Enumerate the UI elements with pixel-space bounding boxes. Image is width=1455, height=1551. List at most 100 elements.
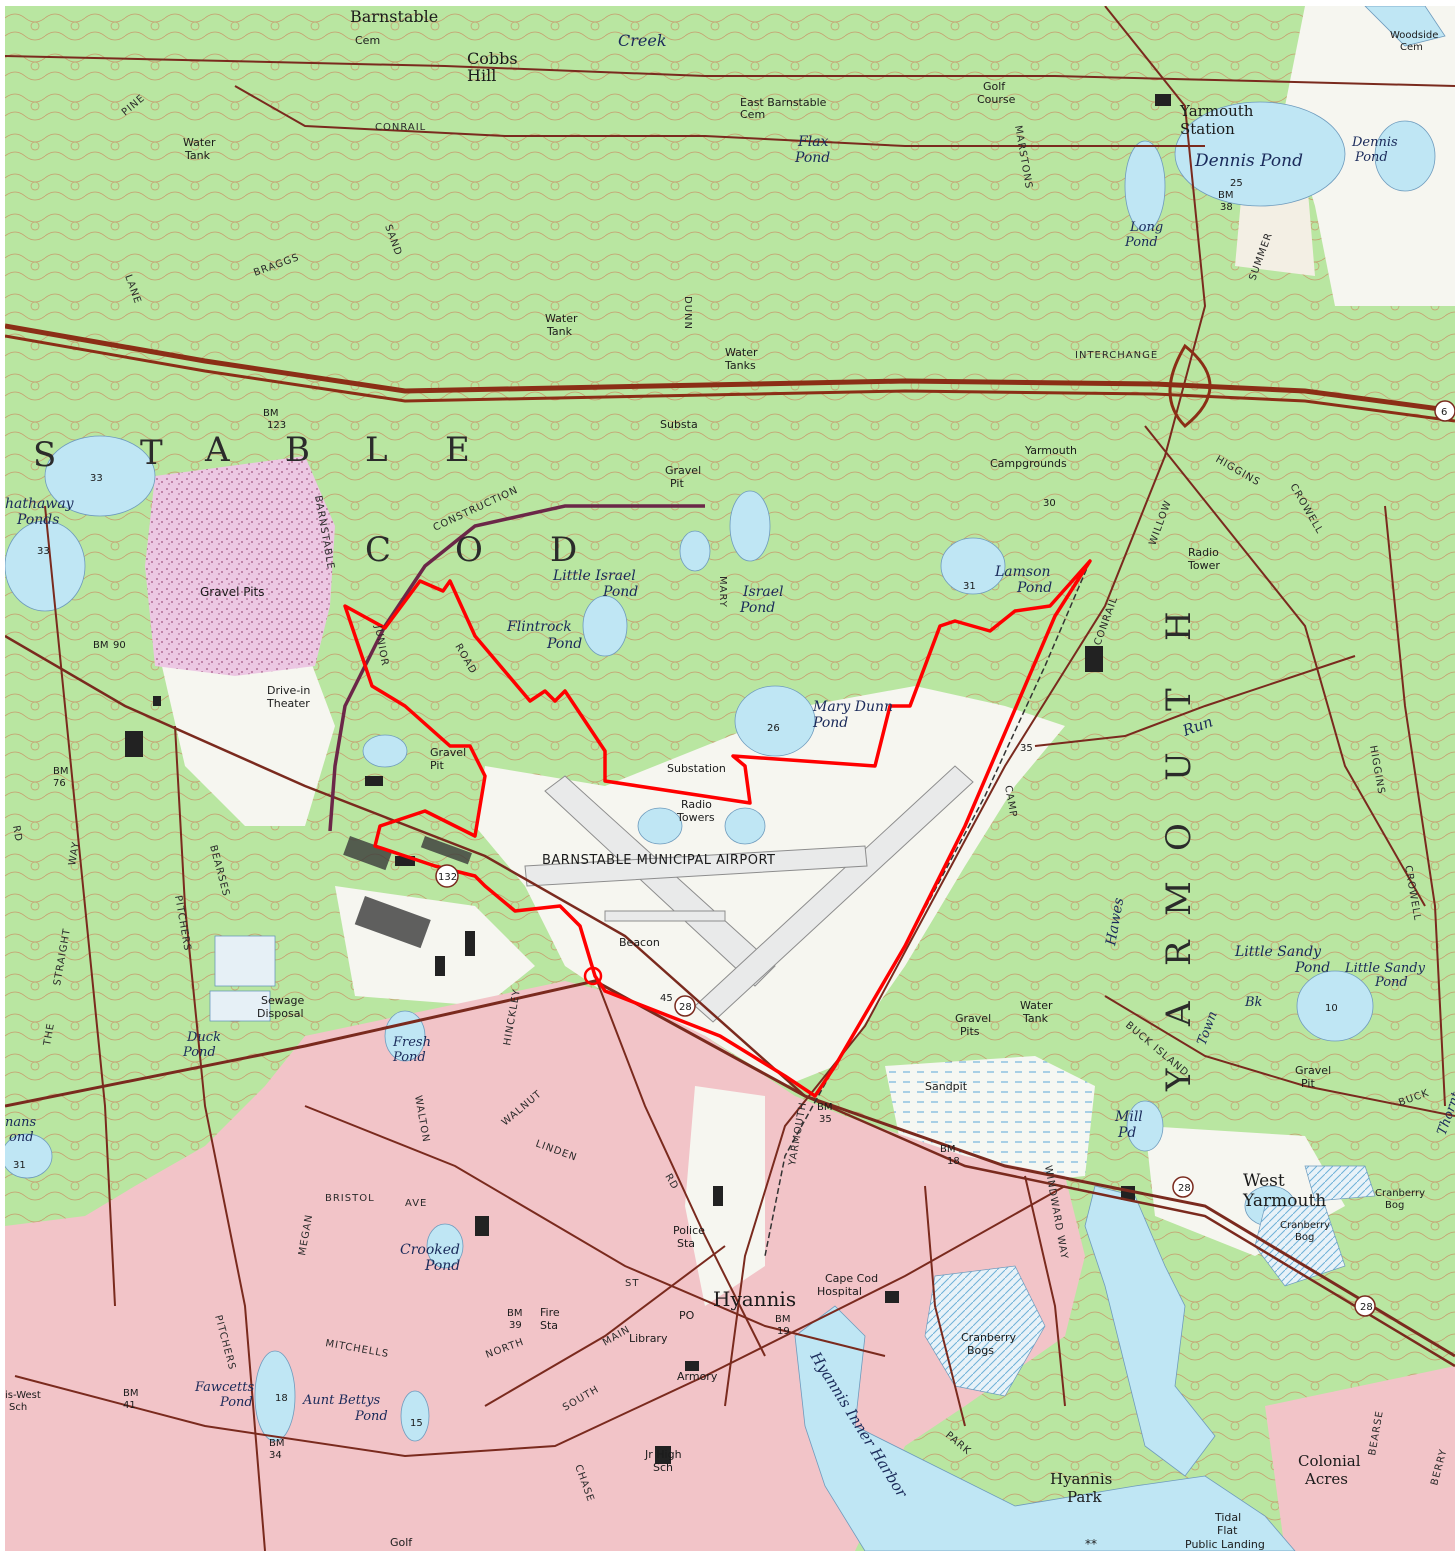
label-little-sandy2-b: Pond: [1374, 975, 1408, 990]
label-radio-tower-b: Tower: [1187, 559, 1220, 572]
label-bm-39: BM: [507, 1308, 523, 1319]
label-nans-b: ond: [9, 1130, 34, 1145]
lamson-pond: [940, 537, 1006, 595]
label-cranberry-bog-a: Cranberry: [1375, 1188, 1425, 1199]
label-colonial-a: Colonial: [1298, 1452, 1361, 1470]
label-depth-31b: 31: [13, 1160, 26, 1171]
cranberry-bogs: [924, 1165, 1376, 1397]
label-drive-in-a: Drive-in: [267, 684, 310, 697]
route-28-shield-c: [1354, 1295, 1376, 1317]
label-hathaway-ponds: Ponds: [16, 512, 59, 528]
label-israel-b: Pond: [739, 600, 775, 616]
aunt-bettys-pond: [400, 1390, 430, 1442]
label-aunt-bettys-a: Aunt Bettys: [302, 1393, 381, 1408]
label-west-yarmouth-b: Yarmouth: [1242, 1191, 1326, 1211]
label-duck-b: Pond: [182, 1045, 216, 1060]
label-yarmouth-campgrounds-b: Campgrounds: [990, 457, 1067, 470]
label-west-yarmouth-a: West: [1243, 1171, 1285, 1191]
label-the: THE: [42, 1022, 57, 1047]
label-bm-76-val: 76: [53, 778, 66, 789]
label-water-tank3-a: Water: [1020, 999, 1053, 1012]
label-ave: AVE: [405, 1198, 427, 1209]
label-flintrock-b: Pond: [546, 636, 582, 652]
label-hill: Hill: [467, 66, 496, 85]
sewage-beds: [209, 935, 276, 1022]
label-nans-a: nans: [5, 1115, 36, 1130]
label-rd-left: RD: [10, 825, 24, 843]
label-course: Course: [977, 93, 1016, 106]
label-dunn: DUNN: [682, 296, 693, 330]
label-letter-e: E: [445, 430, 472, 470]
label-star: **: [1085, 1537, 1097, 1551]
label-depth-18: 18: [275, 1393, 288, 1404]
label-mary-dunn-a: Mary Dunn: [812, 699, 893, 715]
label-flintrock-a: Flintrock: [506, 619, 572, 635]
label-radio-towers-a: Radio: [681, 798, 712, 811]
label-little-sandy2-a: Little Sandy: [1344, 961, 1426, 976]
route-28-shield-a: [674, 995, 696, 1017]
label-letter-m: M: [1159, 879, 1199, 916]
label-bm-76: BM: [53, 766, 69, 777]
label-bm-90-val: 90: [113, 640, 126, 651]
label-bm-38: BM: [1218, 190, 1234, 201]
fresh-pond: [384, 1010, 426, 1062]
label-pond-flax: Pond: [794, 150, 830, 166]
label-crooked-a: Crooked: [400, 1242, 460, 1258]
label-bm-19: BM: [775, 1314, 791, 1325]
label-letter-l: L: [365, 430, 390, 470]
label-hathaway: hathaway: [5, 496, 75, 512]
label-water-tanks-a: Water: [725, 346, 758, 359]
label-letter-c: C: [365, 530, 393, 570]
route-28-shield-b: [1172, 1176, 1194, 1198]
label-conrail-top: CONRAIL: [375, 122, 426, 133]
label-golf: Golf: [983, 80, 1006, 93]
label-letter-o2: O: [1159, 821, 1199, 851]
label-gravel-pit-a: Gravel: [665, 464, 701, 477]
label-cobbs: Cobbs: [467, 49, 518, 68]
label-po: PO: [679, 1309, 695, 1322]
label-interchange: INTERCHANGE: [1075, 350, 1158, 361]
label-police-a: Police: [673, 1224, 705, 1237]
label-water-tank3-b: Tank: [1022, 1012, 1049, 1025]
label-bm-41-val: 41: [123, 1400, 136, 1411]
label-cranberry-bogs-b: Bogs: [967, 1344, 994, 1357]
label-police-b: Sta: [677, 1237, 695, 1250]
label-gravel-pits3-b: Pits: [960, 1025, 980, 1038]
label-dennis-pond-2a: Dennis: [1351, 135, 1398, 150]
label-water-tank-2b: Tank: [546, 325, 573, 338]
label-bm-123-val: 123: [267, 420, 286, 431]
label-depth-35: 35: [1020, 743, 1033, 754]
label-sandpit: Sandpit: [925, 1080, 968, 1093]
label-little-israel-a: Little Israel: [552, 568, 636, 584]
lewis-bay-inlet: [1084, 1185, 1216, 1477]
label-cranberry-bog2-b: Bog: [1295, 1232, 1314, 1243]
label-water-tanks-b: Tanks: [724, 359, 756, 372]
label-long-pond-b: Pond: [1124, 235, 1158, 250]
gravel-pits-area: [145, 456, 335, 676]
label-tidal-b: Flat: [1217, 1524, 1238, 1537]
label-bm-39-val: 39: [509, 1320, 522, 1331]
mary-dunn-pond: [734, 685, 816, 757]
boundary-marker: [583, 966, 603, 986]
label-cranberry-bog-b: Bog: [1385, 1200, 1404, 1211]
label-mill-a: Mill: [1114, 1109, 1143, 1125]
label-dennis-pond-2b: Pond: [1354, 150, 1388, 165]
label-route-28a: 28: [679, 1002, 692, 1013]
label-letter-t: T: [140, 433, 165, 473]
label-bristol: BRISTOL: [325, 1193, 375, 1204]
radio-towers-pond-b: [724, 807, 766, 845]
label-depth-31: 31: [963, 581, 976, 592]
label-substation: Substation: [667, 762, 726, 775]
label-aunt-bettys-b: Pond: [354, 1409, 388, 1424]
label-bm-35-val: 35: [819, 1114, 832, 1125]
label-route-28b: 28: [1178, 1183, 1191, 1194]
label-fresh-a: Fresh: [392, 1035, 431, 1050]
label-gravel-pit-b: Pit: [670, 477, 684, 490]
label-letter-a2: A: [1159, 999, 1199, 1027]
label-fire-a: Fire: [540, 1306, 560, 1319]
label-yarmouth-campgrounds-a: Yarmouth: [1024, 444, 1077, 457]
label-bm-41: BM: [123, 1388, 139, 1399]
map-canvas: Barnstable Cem Cobbs Hill Creek East Bar…: [5, 6, 1455, 1551]
label-duck-a: Duck: [186, 1030, 221, 1045]
label-lamson-b: Pond: [1016, 580, 1052, 596]
